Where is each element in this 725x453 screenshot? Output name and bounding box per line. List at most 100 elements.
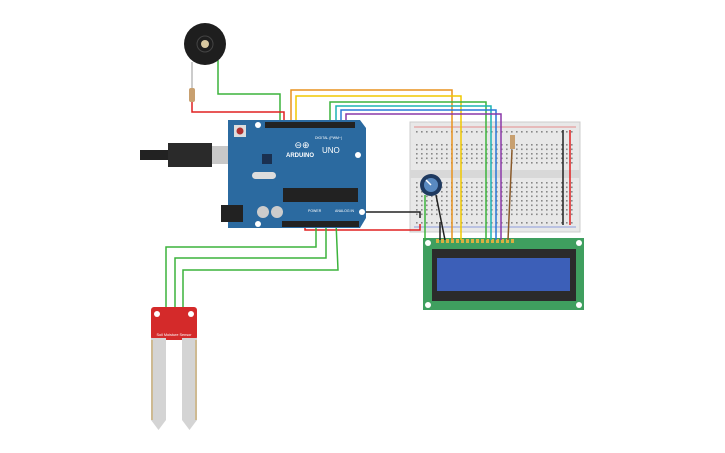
breadboard-hole (531, 222, 533, 224)
breadboard-hole (426, 222, 428, 224)
breadboard-hole (421, 162, 423, 164)
piezo-buzzer[interactable] (184, 23, 226, 65)
breadboard-hole (441, 144, 443, 146)
breadboard-hole (456, 204, 458, 207)
breadboard-hole (556, 191, 558, 193)
resistor-breadboard[interactable] (510, 135, 515, 149)
breadboard-hole (551, 213, 553, 216)
breadboard-hole (521, 153, 523, 155)
breadboard-hole (496, 144, 498, 146)
arduino-uno-board[interactable]: ARDUINO UNO DIGITAL (PWM~) POWER ANALOG … (221, 120, 366, 228)
breadboard-hole (436, 131, 438, 133)
breadboard-hole (446, 131, 448, 133)
breadboard-hole (521, 131, 523, 133)
lcd-display[interactable] (423, 238, 584, 310)
lcd-pin[interactable] (506, 239, 509, 243)
lcd-pin[interactable] (501, 239, 504, 243)
breadboard-hole (486, 186, 488, 189)
lcd-pin[interactable] (441, 239, 444, 243)
breadboard-hole (481, 162, 483, 164)
breadboard-hole (571, 157, 573, 160)
breadboard-hole (446, 204, 448, 207)
breadboard-hole (516, 213, 518, 216)
resistor-buzzer[interactable] (189, 62, 195, 102)
breadboard-hole (511, 186, 513, 189)
lcd-pin[interactable] (456, 239, 459, 243)
breadboard-hole (511, 191, 513, 193)
lcd-pin[interactable] (491, 239, 494, 243)
lcd-pin[interactable] (481, 239, 484, 243)
breadboard-hole (541, 153, 543, 155)
reset-button[interactable] (236, 127, 244, 135)
breadboard-hole (501, 222, 503, 224)
lcd-pin[interactable] (466, 239, 469, 243)
breadboard-hole (441, 213, 443, 216)
breadboard-hole (506, 186, 508, 189)
lcd-pin[interactable] (461, 239, 464, 243)
breadboard-hole (466, 131, 468, 133)
lcd-pin[interactable] (496, 239, 499, 243)
breadboard-hole (541, 162, 543, 164)
breadboard-hole (426, 209, 428, 211)
breadboard-hole (541, 222, 543, 224)
breadboard-hole (426, 157, 428, 160)
wire-purple (345, 113, 502, 240)
power-analog-header[interactable] (282, 221, 359, 227)
breadboard-hole (516, 148, 518, 151)
breadboard-hole (561, 213, 563, 216)
wires[interactable] (165, 60, 571, 310)
breadboard-hole (456, 148, 458, 151)
breadboard-hole (446, 200, 448, 202)
breadboard-hole (486, 191, 488, 193)
breadboard-hole (551, 157, 553, 160)
breadboard-hole (501, 162, 503, 164)
breadboard-hole (546, 222, 548, 224)
soil-moisture-sensor[interactable]: Soil Moisture Sensor (151, 307, 197, 430)
breadboard-hole (551, 186, 553, 189)
lcd-pin[interactable] (436, 239, 439, 243)
lcd-pin[interactable] (451, 239, 454, 243)
breadboard-hole (521, 182, 523, 184)
breadboard-hole (421, 195, 423, 198)
breadboard-hole (476, 209, 478, 211)
lcd-pin[interactable] (476, 239, 479, 243)
wire-lcd-brown (507, 149, 513, 241)
breadboard-hole (496, 153, 498, 155)
lcd-pin[interactable] (511, 239, 514, 243)
breadboard-hole (486, 182, 488, 184)
breadboard-hole (441, 162, 443, 164)
breadboard-hole (566, 162, 568, 164)
breadboard-hole (421, 204, 423, 207)
breadboard-hole (551, 148, 553, 151)
lcd-pin[interactable] (486, 239, 489, 243)
breadboard-hole (506, 157, 508, 160)
breadboard-hole (511, 209, 513, 211)
breadboard-hole (491, 182, 493, 184)
breadboard-hole (416, 131, 418, 133)
breadboard-hole (476, 186, 478, 189)
breadboard-hole (506, 148, 508, 151)
breadboard-hole (461, 153, 463, 155)
breadboard-hole (491, 186, 493, 189)
breadboard-hole (491, 200, 493, 202)
breadboard-hole (456, 186, 458, 189)
breadboard-hole (481, 195, 483, 198)
wire-yellow (295, 95, 462, 240)
breadboard-hole (561, 153, 563, 155)
breadboard-hole (441, 153, 443, 155)
breadboard-hole (416, 213, 418, 216)
breadboard-hole (471, 204, 473, 207)
digital-header[interactable] (265, 122, 355, 128)
breadboard-hole (561, 191, 563, 193)
breadboard-hole (566, 182, 568, 184)
lcd-pin[interactable] (471, 239, 474, 243)
potentiometer[interactable] (420, 174, 442, 196)
breadboard-hole (501, 144, 503, 146)
breadboard-hole (466, 153, 468, 155)
breadboard-hole (546, 209, 548, 211)
breadboard-hole (521, 186, 523, 189)
breadboard-hole (461, 157, 463, 160)
lcd-pin[interactable] (446, 239, 449, 243)
breadboard-hole (511, 204, 513, 207)
breadboard-hole (536, 222, 538, 224)
